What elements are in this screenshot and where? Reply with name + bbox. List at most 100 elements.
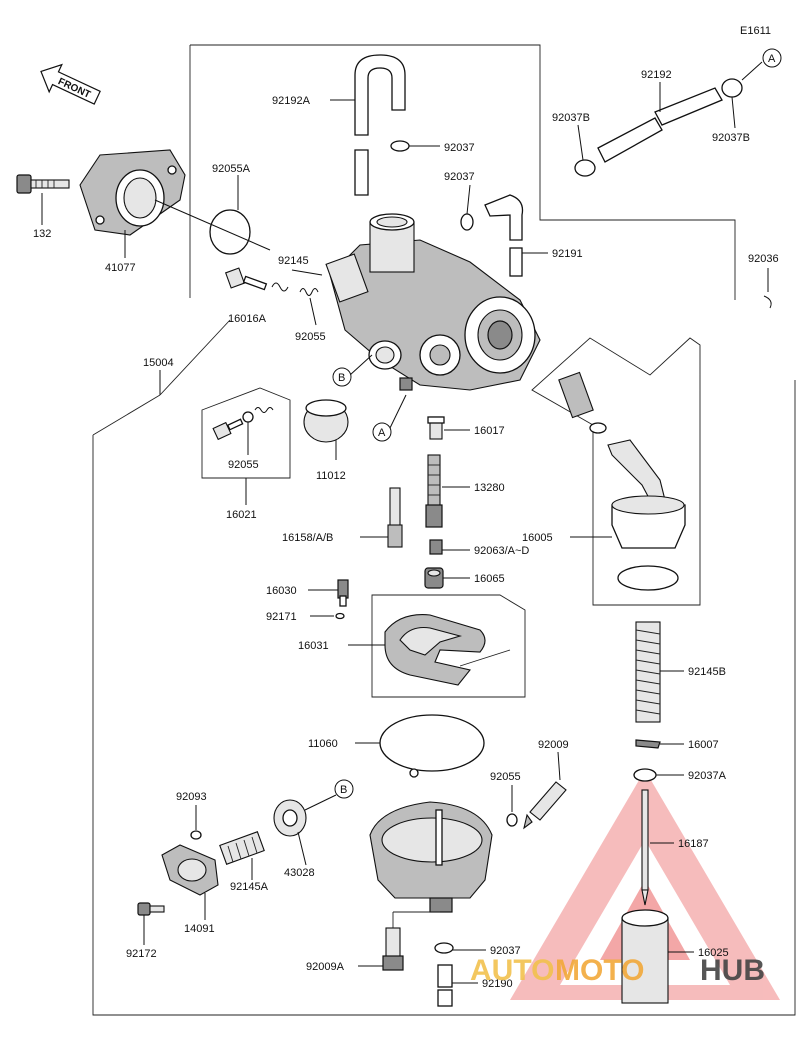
bolt-part xyxy=(16,174,70,194)
washer-part xyxy=(273,799,307,837)
needle-clip-part xyxy=(635,739,661,749)
label-11012: 11012 xyxy=(316,470,346,482)
label-92037B-right: 92037B xyxy=(712,132,750,144)
label-92055-kit: 92055 xyxy=(228,459,259,471)
callout-b-mid-text: B xyxy=(338,372,345,384)
drain-bolt-part xyxy=(382,927,404,971)
label-16016A: 16016A xyxy=(228,313,267,325)
label-92055A: 92055A xyxy=(212,163,251,175)
label-92145B: 92145B xyxy=(688,666,726,678)
label-92009A: 92009A xyxy=(306,961,345,973)
clip-part xyxy=(390,140,410,152)
label-92171: 92171 xyxy=(266,611,297,623)
float-pin-part xyxy=(337,579,349,607)
intake-flange-part xyxy=(79,149,186,236)
o-ring-part xyxy=(190,830,202,840)
retainer-part xyxy=(633,768,657,782)
label-92093: 92093 xyxy=(176,791,207,803)
float-bowl-part xyxy=(369,801,493,913)
label-16017: 16017 xyxy=(474,425,505,437)
spring-part xyxy=(219,831,265,865)
callout-a-mid-text: A xyxy=(378,427,386,439)
screw-part xyxy=(137,902,165,916)
clip-part xyxy=(460,213,474,231)
label-43028: 43028 xyxy=(284,867,315,879)
label-92037A: 92037A xyxy=(688,770,727,782)
carburetor-body-part xyxy=(325,213,541,391)
starter-plunger-part xyxy=(558,371,686,591)
front-arrow-icon: FRONT xyxy=(40,63,101,105)
pilot-jet-part xyxy=(429,539,443,555)
float-part xyxy=(384,614,511,686)
label-92037-top: 92037 xyxy=(444,142,475,154)
label-41077: 41077 xyxy=(105,262,136,274)
jet-needle-part xyxy=(387,487,403,548)
screw-kit-part xyxy=(212,407,274,441)
label-92063: 92063/A~D xyxy=(474,545,529,557)
o-ring-part xyxy=(506,813,518,827)
label-92192: 92192 xyxy=(641,69,672,81)
callout-b-bottom-text: B xyxy=(340,784,347,796)
label-92009: 92009 xyxy=(538,739,569,751)
pilot-screw-part xyxy=(224,267,319,296)
label-92055-mid: 92055 xyxy=(295,331,326,343)
drain-screw-part xyxy=(523,781,567,830)
jet-needle-long-part xyxy=(641,789,649,906)
overflow-hose-part xyxy=(484,194,524,277)
label-16030: 16030 xyxy=(266,585,297,597)
drain-hose-part xyxy=(437,964,453,1007)
label-16158: 16158/A/B xyxy=(282,532,333,544)
label-15004: 15004 xyxy=(143,357,174,369)
watermark-hub: HUB xyxy=(700,954,765,987)
diagram-code: E1611 xyxy=(740,25,771,37)
label-16021: 16021 xyxy=(226,509,257,521)
spring-part xyxy=(635,621,661,723)
label-92037-low: 92037 xyxy=(490,945,521,957)
callout-a-top-text: A xyxy=(768,53,776,65)
needle-jet-part xyxy=(425,454,443,528)
float-valve-part xyxy=(424,567,444,589)
label-92191: 92191 xyxy=(552,248,583,260)
label-16065: 16065 xyxy=(474,573,505,585)
callout-b-mid xyxy=(332,367,352,387)
label-16007: 16007 xyxy=(688,739,719,751)
label-92055-low: 92055 xyxy=(490,771,521,783)
label-92192A: 92192A xyxy=(272,95,311,107)
cap-part xyxy=(303,399,349,443)
cover-part xyxy=(161,844,219,896)
clip-part xyxy=(434,942,454,954)
label-92190: 92190 xyxy=(482,978,513,990)
label-11060: 11060 xyxy=(308,738,338,750)
top-hose-part xyxy=(330,54,406,196)
label-16187: 16187 xyxy=(678,838,709,850)
watermark-text: AUTO MOTO HUB xyxy=(470,954,765,987)
label-132: 132 xyxy=(33,228,51,240)
watermark-auto: AUTO xyxy=(470,954,554,987)
label-14091: 14091 xyxy=(184,923,215,935)
callout-a-mid xyxy=(372,422,392,442)
label-13280: 13280 xyxy=(474,482,505,494)
callout-a-top xyxy=(762,48,782,68)
clip-part xyxy=(335,612,345,620)
label-92172: 92172 xyxy=(126,948,157,960)
main-jet-part xyxy=(427,416,445,440)
callout-b-bottom xyxy=(334,779,354,799)
label-16005: 16005 xyxy=(522,532,553,544)
watermark-moto: MOTO xyxy=(555,954,644,987)
clamp-part xyxy=(574,159,596,177)
label-92037B-left: 92037B xyxy=(552,112,590,124)
label-92036: 92036 xyxy=(748,253,779,265)
label-16031: 16031 xyxy=(298,640,329,652)
clamp-part xyxy=(721,78,743,98)
assembly-outline xyxy=(92,44,796,1016)
label-92145: 92145 xyxy=(278,255,309,267)
fuel-hose-part xyxy=(597,87,723,163)
label-92037-mid: 92037 xyxy=(444,171,475,183)
throttle-valve-part xyxy=(621,909,669,1004)
label-16025: 16025 xyxy=(698,947,729,959)
clip-part xyxy=(763,295,772,309)
label-92145A: 92145A xyxy=(230,881,269,893)
gasket-part xyxy=(379,714,485,772)
